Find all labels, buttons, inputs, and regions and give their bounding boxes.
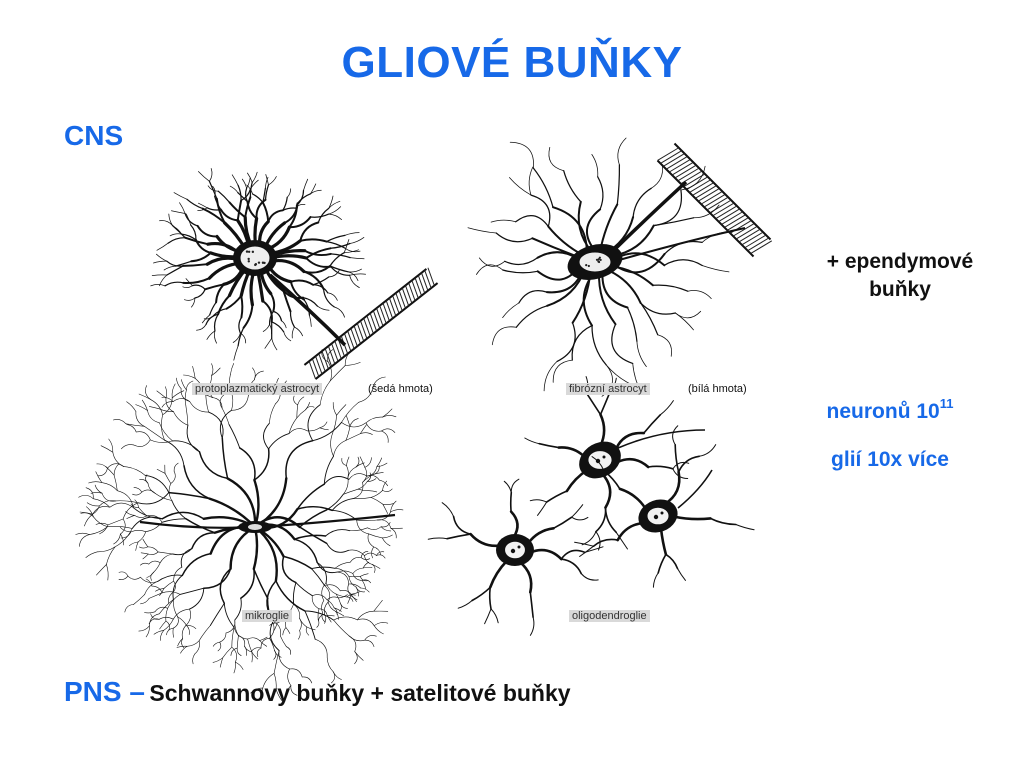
caption-grey-matter: (šedá hmota) — [368, 383, 433, 395]
caption-protoplasmic-astrocyt: protoplazmatický astrocyt — [192, 383, 323, 395]
caption-white-matter: (bílá hmota) — [688, 383, 747, 395]
neuron-count-text: neuronů 10 — [826, 400, 940, 423]
pns-description: Schwannovy buňky + satelitové buňky — [149, 680, 571, 706]
pns-line: PNS – Schwannovy buňky + satelitové buňk… — [64, 676, 571, 708]
neuron-count: neuronů 1011 — [790, 396, 990, 424]
cns-label: CNS — [64, 120, 124, 151]
caption-microglia: mikroglie — [242, 610, 293, 622]
microglia-drawing — [75, 349, 404, 701]
fibrous-astrocyt-drawing — [467, 137, 773, 397]
slide-title: GLIOVÉ BUŇKY — [341, 38, 683, 87]
protoplasmic-astrocyt-drawing — [150, 168, 439, 380]
caption-oligodendroglia: oligodendroglie — [569, 610, 650, 622]
ependymal-line-1: + ependymové — [826, 250, 974, 273]
oligodendroglia-drawing — [427, 376, 755, 636]
ependymal-line-2: buňky — [869, 278, 931, 301]
ependymal-cells-note: + ependymové buňky — [790, 248, 1010, 304]
pns-label: PNS – — [64, 676, 145, 707]
neuron-count-exponent: 11 — [939, 396, 954, 411]
caption-fibrous-astrocyt: fibrózní astrocyt — [566, 383, 650, 395]
glia-count: glií 10x více — [831, 448, 949, 471]
